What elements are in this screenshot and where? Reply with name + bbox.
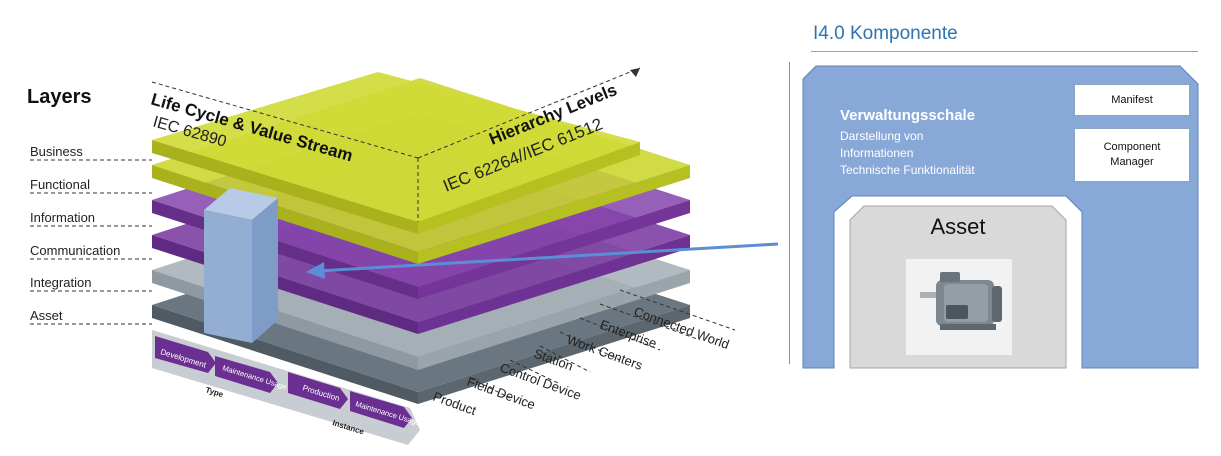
verwaltungsschale-line: Technische Funktionalität [840,163,975,177]
component-manager-line: Manager [1110,156,1154,168]
verwaltungsschale-line: Darstellung von [840,129,924,143]
component-manager-box: Component Manager [1074,128,1190,182]
layers-title: Layers [27,86,92,108]
verwaltungsschale-line: Informationen [840,146,914,160]
layer-label-business: Business [30,144,83,159]
layer-label-communication: Communication [30,243,121,258]
blue-column [204,188,278,343]
i40-title: I4.0 Komponente [813,23,958,44]
verwaltungsschale-title: Verwaltungsschale [840,107,976,124]
layer-label-asset: Asset [30,308,63,323]
manifest-label: Manifest [1111,93,1153,106]
layer-label-information: Information [30,210,96,225]
layer-label-integration: Integration [30,275,92,290]
hierarchy-arrowhead [630,68,640,77]
component-manager-line: Component [1103,141,1161,153]
connection-arrow [306,242,779,279]
type-instance-band: Development Maintenance Usage Type Produ… [152,330,421,445]
i40-title-rule [811,51,1198,52]
layer-label-functional: Functional [30,177,90,192]
divider-line [789,62,790,364]
asset-title: Asset [930,214,986,239]
axis-dashed-lines [30,67,736,399]
slab-business [152,72,640,234]
hierarchy-level-label: Product [431,389,479,419]
motor-image [920,272,1002,330]
manifest-box: Manifest [1074,84,1190,116]
